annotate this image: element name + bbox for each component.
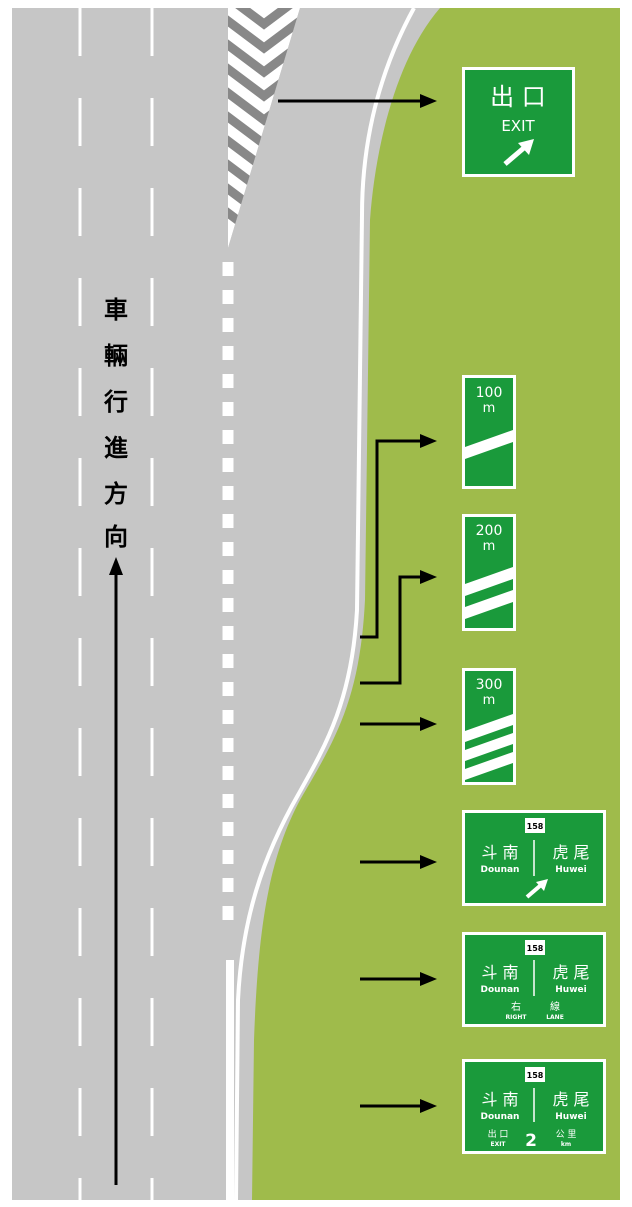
countdown-sign-300m: 300 m [462, 668, 516, 785]
countdown-unit: m [483, 401, 496, 416]
destination-left-en: Dounan [481, 1112, 520, 1122]
countdown-value: 100 [476, 385, 503, 401]
route-shield [525, 818, 545, 833]
countdown-value: 300 [476, 677, 503, 693]
destination-right-zh: 虎 尾 [552, 963, 589, 982]
destination-left-zh: 斗 南 [481, 1090, 518, 1109]
route-shield [525, 1067, 545, 1082]
exit-label-en: EXIT [490, 1141, 506, 1148]
exit-sign-title: 出 口 [490, 83, 546, 111]
countdown-value: 200 [476, 523, 503, 539]
destination-right-en: Huwei [555, 1112, 586, 1122]
destination-right-zh: 虎 尾 [552, 1090, 589, 1109]
gore-chevron-area [228, 8, 300, 248]
destination-right-en: Huwei [555, 985, 586, 995]
destination-left-zh: 斗 南 [481, 843, 518, 862]
direction-char: 進 [104, 434, 128, 462]
distance-value: 2 [525, 1131, 537, 1151]
lane-guide-sign: 158 斗 南 Dounan 虎 尾 Huwei 右 RIGHT 線 LANE [462, 932, 606, 1027]
route-number: 158 [527, 944, 544, 953]
diagonal-arrow-icon [525, 879, 548, 899]
countdown-stripe [465, 714, 513, 742]
direction-char: 輛 [104, 342, 128, 370]
exit-direction-sign: 158 斗 南 Dounan 虎 尾 Huwei [462, 810, 606, 906]
countdown-stripe [465, 733, 513, 761]
distance-unit-en: km [561, 1141, 571, 1148]
ramp-edge-line [234, 7, 416, 1201]
lane-label-right-en: LANE [546, 1014, 564, 1021]
route-shield [525, 940, 545, 955]
direction-label: 車 輛 行 進 方 向 [103, 296, 128, 551]
countdown-sign-100m: 100 m [462, 375, 516, 489]
countdown-unit: m [483, 693, 496, 708]
diagonal-arrow-icon [503, 139, 534, 166]
countdown-unit: m [483, 539, 496, 554]
destination-left-zh: 斗 南 [481, 963, 518, 982]
lane-label-right-zh: 線 [550, 1000, 560, 1013]
countdown-sign-200m: 200 m [462, 514, 516, 631]
direction-char: 車 [104, 296, 128, 324]
pointer-arrow-heads [420, 94, 437, 1113]
advance-exit-sign-2km: 158 斗 南 Dounan 虎 尾 Huwei 出 口 EXIT 2 公 里 … [462, 1059, 606, 1154]
distance-unit-zh: 公 里 [556, 1129, 577, 1140]
lane-label-left-zh: 右 [511, 1000, 521, 1013]
destination-left-en: Dounan [481, 865, 520, 875]
route-number: 158 [527, 822, 544, 831]
countdown-stripe [465, 430, 513, 459]
direction-char: 方 [104, 480, 128, 508]
lane-label-left-en: RIGHT [506, 1014, 528, 1021]
direction-arrow-head [109, 557, 123, 575]
pointer-arrows [278, 99, 422, 1108]
countdown-stripe [465, 567, 513, 596]
exit-sign: 出 口 EXIT [462, 67, 575, 177]
route-number: 158 [527, 1071, 544, 1080]
countdown-stripe [465, 752, 513, 780]
direction-char: 行 [103, 388, 128, 416]
exit-label-zh: 出 口 [488, 1128, 509, 1140]
destination-right-en: Huwei [555, 865, 586, 875]
countdown-stripe [465, 590, 513, 619]
direction-char: 向 [104, 523, 128, 551]
exit-sign-subtitle: EXIT [501, 117, 535, 135]
destination-right-zh: 虎 尾 [552, 843, 589, 862]
destination-left-en: Dounan [481, 985, 520, 995]
